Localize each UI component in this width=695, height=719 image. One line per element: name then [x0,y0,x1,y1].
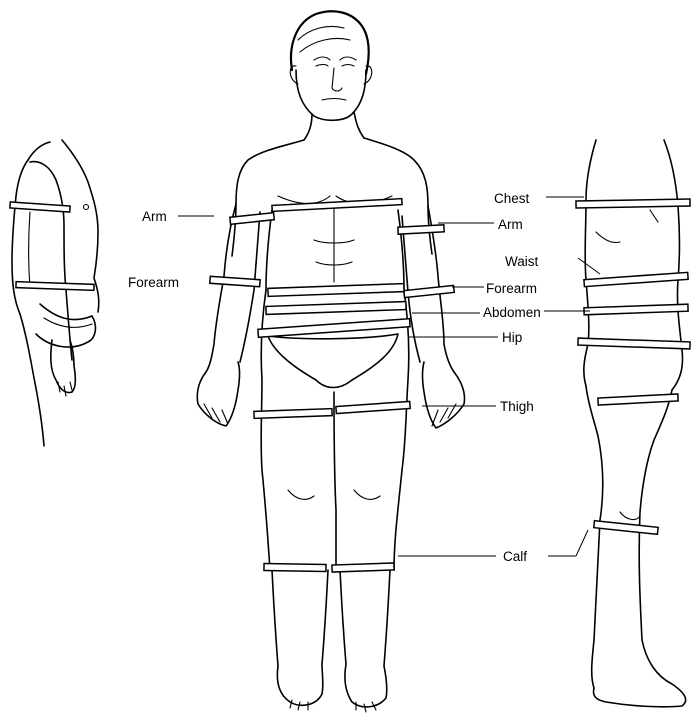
tape-side-waist [584,272,688,286]
measurement-tapes [10,199,690,572]
tape-front-forearm-right [404,285,454,297]
label-forearm-left: Forearm [128,275,179,290]
tape-left-forearm [16,282,94,291]
tape-left-arm [10,202,70,212]
tape-front-abdomen [266,302,406,315]
label-thigh: Thigh [500,399,534,414]
label-forearm-right: Forearm [486,281,537,296]
tape-side-thigh [598,394,678,405]
label-arm-left: Arm [142,209,167,224]
label-calf: Calf [503,549,527,564]
tape-front-calf-right [332,563,394,572]
label-waist: Waist [505,254,538,269]
tape-front-forearm-left [210,276,260,286]
tape-side-abdomen [584,304,688,315]
leader-lines [178,197,600,556]
tape-side-hip [578,338,690,349]
tape-front-hip [258,319,410,338]
tape-side-chest [576,199,690,208]
tape-front-waist [268,284,404,297]
label-hip: Hip [502,330,522,345]
label-arm-right: Arm [498,217,523,232]
tape-front-thigh-right [336,401,410,413]
side-figure-upper-left [12,140,99,446]
tape-front-thigh-left [254,409,332,419]
tape-side-calf [594,521,658,535]
label-chest: Chest [494,191,530,206]
tape-front-arm-right [398,225,444,234]
tape-front-calf-left [264,563,326,571]
label-abdomen: Abdomen [483,305,541,320]
side-figure-right [584,140,686,707]
front-figure [197,11,464,712]
